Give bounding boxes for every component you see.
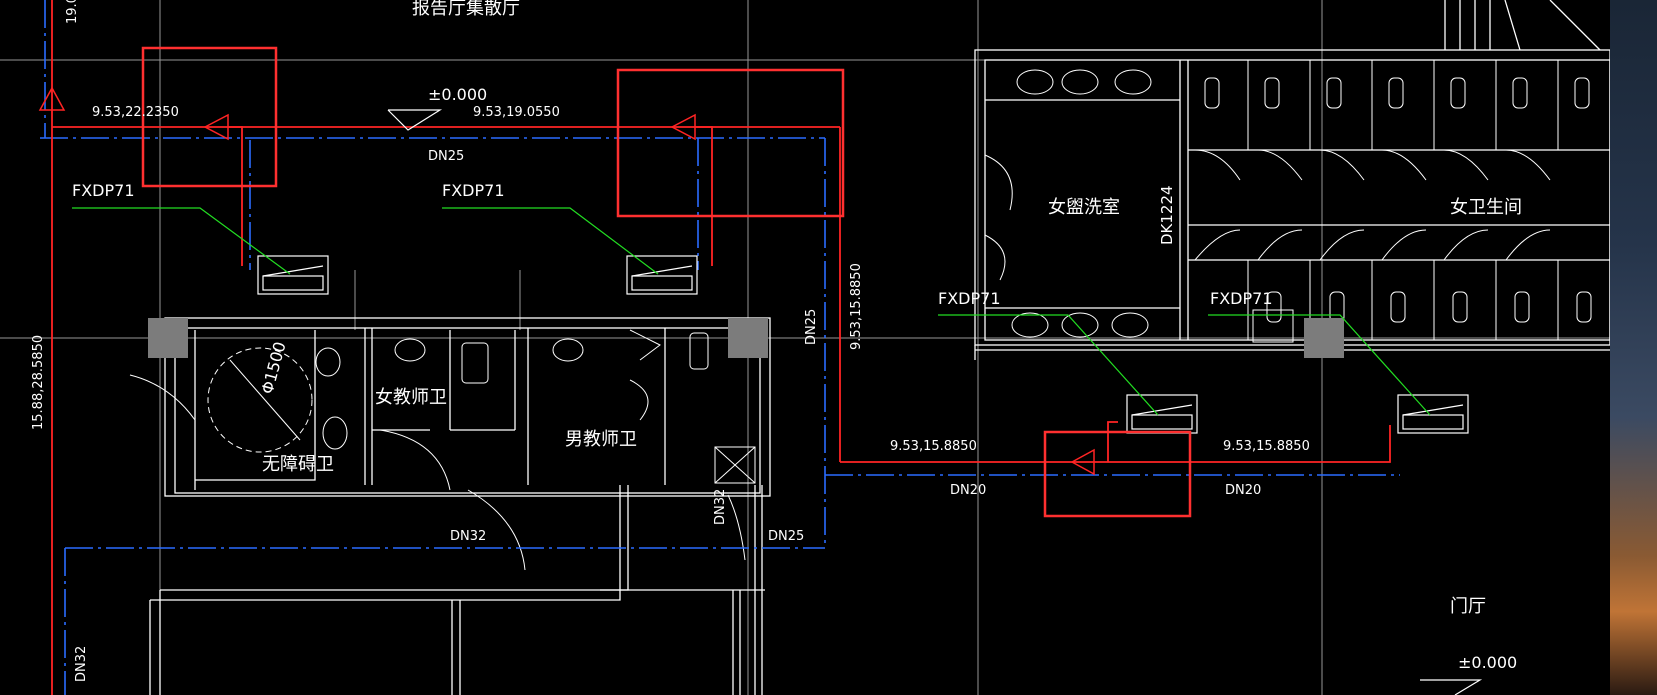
elev-label-pipe-4: 9.53,15.8850 [1223,439,1310,454]
unit-label-1: FXDP71 [72,181,135,200]
room-label-accessible-wc: 无障碍卫 [262,454,334,475]
cad-drawing-canvas[interactable]: Φ1500 [0,0,1610,695]
markup-box-3[interactable] [1043,430,1192,518]
review-markup-boxes[interactable] [141,46,1192,518]
condensate-pipes [40,0,1400,695]
fcu-unit-3 [1126,394,1198,434]
pipe-size-dn32-b: DN32 [713,489,728,525]
pipe-size-dn25-vertical: DN25 [804,309,819,345]
markup-box-1[interactable] [141,46,278,188]
markup-box-2[interactable] [616,68,845,218]
door-code-label: DK1224 [1158,185,1176,245]
elev-label-pipe-vertical: 9.53,15.8850 [849,263,864,350]
unit-label-3: FXDP71 [938,289,1001,308]
level-mark-label-2: ±0.000 [1458,653,1517,672]
pipe-size-dn25-bottom: DN25 [768,529,804,544]
leader-lines [72,207,1431,416]
fcu-unit-1 [257,255,329,295]
pipe-size-dn25-top: DN25 [428,149,464,164]
elev-label-pipe-2: 9.53,19.0550 [473,105,560,120]
pipe-size-dn20-b: DN20 [1225,483,1261,498]
pipe-size-dn32-a: DN32 [450,529,486,544]
room-label-female-teacher-wc: 女教师卫 [375,387,447,408]
elev-label-pipe-1: 9.53,22.2350 [92,105,179,120]
room-label-top-hall: 报告厅集散厅 [412,0,520,19]
room-label-female-washroom: 女盥洗室 [1048,197,1120,218]
unit-label-4: FXDP71 [1210,289,1273,308]
flow-arrows [38,86,1095,476]
wallpaper-edge [1610,0,1657,695]
room-label-male-teacher-wc: 男教师卫 [565,429,637,450]
structural-columns [148,318,1344,358]
room-label-lobby: 门厅 [1450,596,1486,617]
fcu-unit-4 [1397,394,1469,434]
building-walls [149,0,1610,695]
room-label-female-wc: 女卫生间 [1450,197,1522,218]
level-markers [387,109,1483,695]
unit-label-2: FXDP71 [442,181,505,200]
pipe-size-dn20-a: DN20 [950,483,986,498]
fcu-unit-2 [626,255,698,295]
pipe-size-dn32-left: DN32 [74,646,89,682]
elev-label-pipe-3: 9.53,15.8850 [890,439,977,454]
restroom-stalls [984,60,1592,343]
fan-coil-units [257,255,1469,434]
level-mark-label-1: ±0.000 [428,85,487,104]
elev-label-top-riser: 19.0 [65,0,80,24]
left-fixtures [129,329,756,571]
elev-label-left-riser: 15.88,28.5850 [31,335,46,430]
turning-circle-label: Φ1500 [258,340,290,396]
accessible-turning-circle: Φ1500 [207,340,313,453]
supply-pipes [51,0,1391,695]
